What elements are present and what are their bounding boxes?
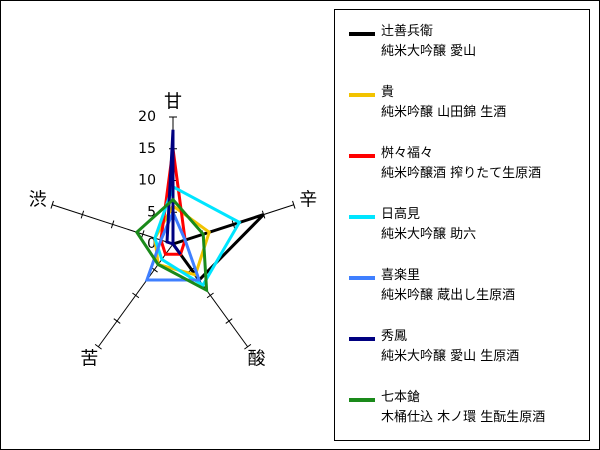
legend-item: 桝々福々純米吟醸酒 搾りたて生原酒 <box>335 146 589 186</box>
axis-tick-shibumi <box>110 220 115 229</box>
legend-item: 喜楽里純米吟醸 蔵出し生原酒 <box>335 268 589 308</box>
legend-series-name: 秀鳳 <box>381 329 408 344</box>
series-line-5 <box>144 208 202 282</box>
axis-tick-karakuchi <box>292 200 296 209</box>
legend-series-name: 桝々福々 <box>381 146 434 161</box>
legend-item: 辻善兵衛純米大吟醸 愛山 <box>335 24 589 64</box>
axis-tick-shibumi <box>141 230 145 239</box>
radar-chart: 甘辛酸 苦 渋 0 5 10 15 20 <box>29 91 318 370</box>
legend-item: 貴純米吟醸 山田錦 生酒 <box>335 85 589 125</box>
legend-item: 七本鎗木桶仕込 木ノ環 生酛生原酒 <box>335 390 589 430</box>
legend-series-subtitle: 純米吟醸酒 搾りたて生原酒 <box>381 166 542 181</box>
tick-label: 5 <box>147 204 156 220</box>
legend-swatch <box>349 32 375 36</box>
axis-tick-sanmi <box>225 318 233 324</box>
legend-series-subtitle: 純米大吟醸 愛山 生原酒 <box>381 349 520 364</box>
legend-series-name: 七本鎗 <box>381 390 421 405</box>
series-line-7 <box>134 197 209 293</box>
series-line-3 <box>159 148 187 256</box>
tick-label: 20 <box>138 109 156 125</box>
legend-series-name: 喜楽里 <box>381 268 421 283</box>
axis-tick-sanmi <box>206 292 214 299</box>
legend-swatch <box>349 337 375 341</box>
series-line-6 <box>165 129 182 256</box>
legend: 辻善兵衛純米大吟醸 愛山貴純米吟醸 山田錦 生酒桝々福々純米吟醸酒 搾りたて生原… <box>334 9 590 441</box>
axis-tick-nigami <box>94 343 102 350</box>
axis-label-shibumi: 渋 <box>29 190 47 211</box>
axis-tick-shibumi <box>80 210 85 219</box>
axis-label-sanmi: 酸 <box>248 349 266 370</box>
axis-tick-nigami <box>113 318 121 324</box>
series-line-1 <box>170 213 265 283</box>
legend-series-subtitle: 純米吟醸 蔵出し生原酒 <box>381 288 516 303</box>
legend-swatch <box>349 93 375 97</box>
legend-series-name: 日高見 <box>381 207 421 222</box>
legend-series-name: 貴 <box>381 85 395 100</box>
legend-series-subtitle: 純米大吟醸 助六 <box>381 227 477 242</box>
legend-item: 秀鳳純米大吟醸 愛山 生原酒 <box>335 329 589 369</box>
legend-swatch <box>349 215 375 219</box>
axis-label-amakuchi: 甘 <box>164 91 182 112</box>
axis-tick-nigami <box>132 292 140 299</box>
legend-swatch <box>349 154 375 158</box>
series-line-4 <box>153 184 242 288</box>
tick-label: 0 <box>147 236 156 252</box>
legend-series-subtitle: 純米大吟醸 愛山 <box>381 44 477 59</box>
legend-series-subtitle: 純米吟醸 山田錦 生酒 <box>381 105 507 120</box>
axis-label-karakuchi: 辛 <box>299 190 317 211</box>
legend-series-subtitle: 木桶仕込 木ノ環 生酛生原酒 <box>381 410 546 425</box>
legend-swatch <box>349 276 375 280</box>
axis-tick-shibumi <box>50 200 54 209</box>
axis-tick-sanmi <box>244 343 252 350</box>
legend-swatch <box>349 398 375 402</box>
tick-label: 15 <box>138 141 156 157</box>
axis-label-nigami: 苦 <box>80 349 98 370</box>
tick-label: 10 <box>138 173 156 189</box>
legend-series-name: 辻善兵衛 <box>381 24 434 39</box>
legend-item: 日高見純米大吟醸 助六 <box>335 207 589 247</box>
